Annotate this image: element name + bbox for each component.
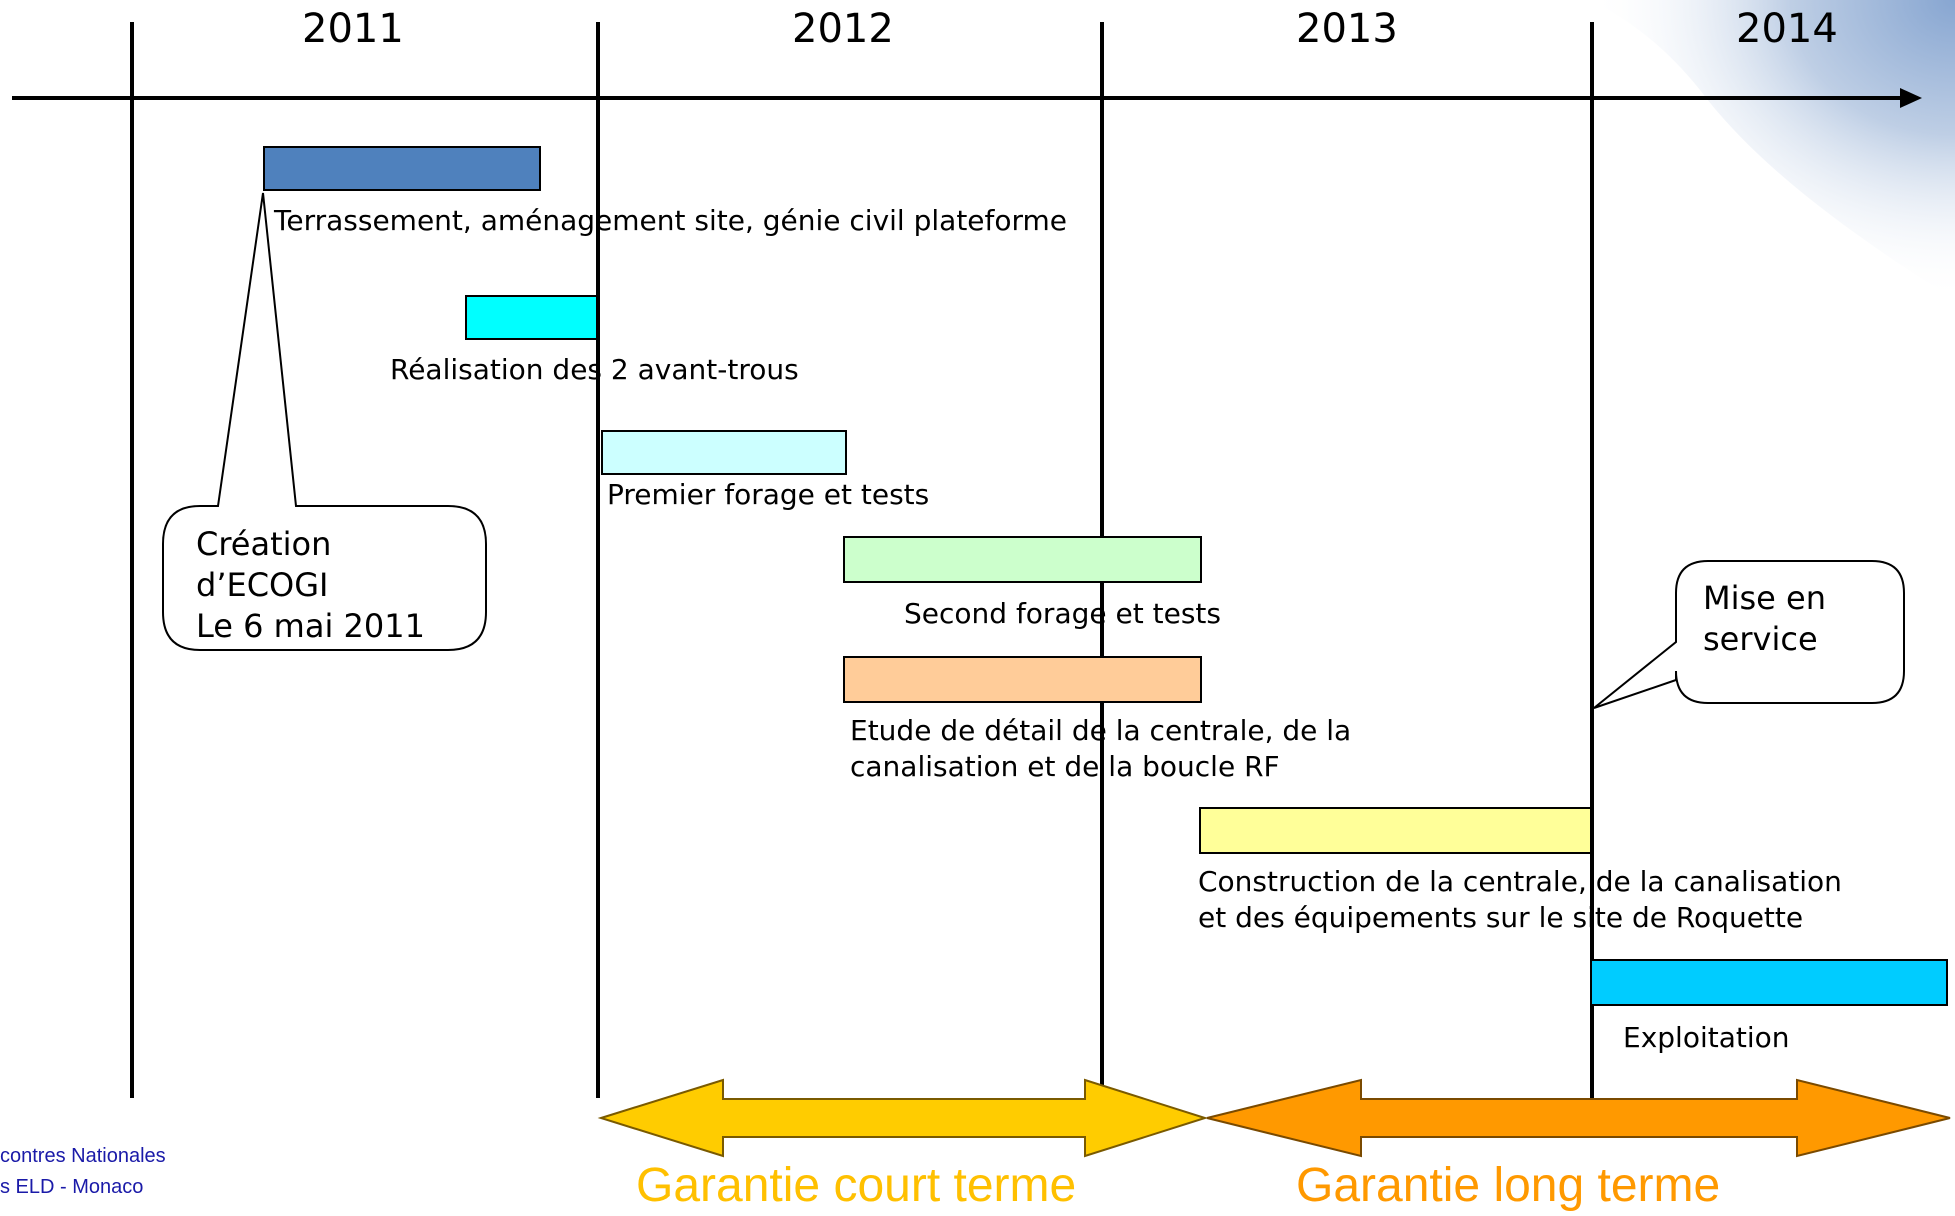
year-label-2012: 2012 — [792, 6, 894, 52]
task-label-terrassement: Terrassement, aménagement site, génie ci… — [274, 204, 1068, 237]
footer-line-2: s ELD - Monaco — [0, 1176, 144, 1198]
axis-arrowhead — [1900, 88, 1922, 108]
task-bar-etude-detail — [843, 656, 1202, 703]
task-label-avant-trous: Réalisation des 2 avant-trous — [390, 353, 799, 386]
task-bar-construction — [1199, 807, 1592, 854]
task-label-exploitation: Exploitation — [1623, 1021, 1790, 1054]
task-bar-avant-trous — [465, 295, 598, 340]
callout-creation-text: Création d’ECOGI Le 6 mai 2011 — [196, 525, 425, 645]
task-label-premier-forage: Premier forage et tests — [607, 478, 930, 511]
year-label-2013: 2013 — [1296, 6, 1398, 52]
guarantee-long-label: Garantie long terme — [1296, 1159, 1721, 1212]
guarantee-long-arrow — [1206, 1078, 1951, 1158]
footer-line-1: contres Nationales — [0, 1145, 166, 1167]
task-bar-second-forage — [843, 536, 1202, 583]
task-bar-exploitation — [1590, 959, 1948, 1006]
guarantee-short-arrow — [597, 1078, 1209, 1158]
task-bar-premier-forage — [601, 430, 847, 475]
callout-mise-en-service-text: Mise en service — [1703, 579, 1826, 658]
year-label-2014: 2014 — [1736, 6, 1838, 52]
task-label-second-forage: Second forage et tests — [904, 597, 1221, 630]
task-bar-terrassement — [263, 146, 541, 191]
guarantee-short-label: Garantie court terme — [636, 1159, 1077, 1212]
year-label-2011: 2011 — [302, 6, 404, 52]
task-label-etude-detail: Etude de détail de la centrale, de la ca… — [850, 714, 1352, 783]
task-label-construction: Construction de la centrale, de la canal… — [1198, 865, 1842, 934]
